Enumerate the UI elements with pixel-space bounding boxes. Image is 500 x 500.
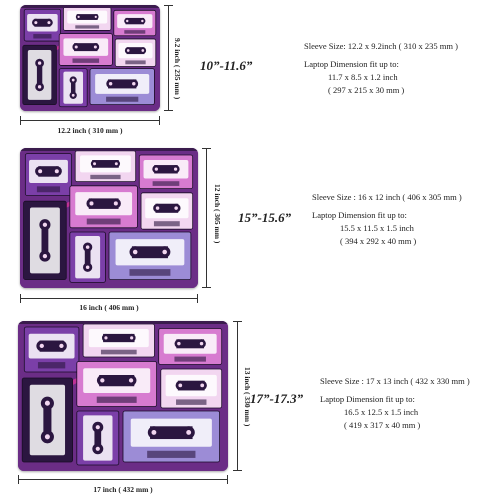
fit-inch: 15.5 x 11.5 x 1.5 inch	[340, 223, 414, 233]
sleeve-image-small	[20, 5, 160, 111]
height-label: 9.2 inch ( 235 mm )	[173, 38, 182, 100]
cassette-tape-icon	[76, 410, 120, 466]
product-row-small: 9.2 inch ( 235 mm ) 12.2 inch ( 310 mm )…	[0, 0, 500, 140]
width-dimension	[20, 294, 198, 304]
fit-inch: 11.7 x 8.5 x 1.2 inch	[328, 72, 398, 82]
height-dimension	[202, 148, 212, 288]
cassette-tape-icon	[63, 6, 112, 31]
width-label: 16 inch ( 406 mm )	[79, 303, 139, 312]
size-label: 15”-15.6”	[238, 210, 292, 225]
cassette-tape-icon	[69, 185, 138, 229]
fit-mm: ( 394 x 292 x 40 mm )	[340, 236, 417, 246]
cassette-tape-icon	[23, 200, 67, 281]
cassette-tape-icon	[158, 328, 223, 365]
cassette-tape-icon	[138, 154, 194, 189]
sleeve-size-text: Sleeve Size : 17 x 13 inch ( 432 x 330 m…	[320, 376, 470, 386]
cassette-tape-icon	[69, 231, 106, 283]
width-label: 12.2 inch ( 310 mm )	[57, 126, 123, 135]
spec-block: Sleeve Size : 16 x 12 inch ( 406 x 305 m…	[312, 191, 462, 248]
size-label: 17”-17.3”	[250, 391, 304, 406]
cassette-pattern	[18, 321, 228, 471]
cassette-tape-icon	[76, 361, 158, 407]
sleeve-size-text: Sleeve Size: 12.2 x 9.2inch ( 310 x 235 …	[304, 41, 458, 51]
width-dimension	[20, 116, 160, 126]
cassette-tape-icon	[89, 68, 155, 106]
spec-block: Sleeve Size: 12.2 x 9.2inch ( 310 x 235 …	[304, 40, 458, 97]
sleeve-image-medium	[20, 148, 198, 288]
width-label: 17 inch ( 432 mm )	[93, 485, 153, 494]
cassette-tape-icon	[58, 33, 113, 66]
product-row-large: 13 inch ( 330 mm ) 17 inch ( 432 mm ) 17…	[0, 315, 500, 500]
size-label: 10”-11.6”	[200, 58, 253, 73]
cassette-tape-icon	[21, 377, 74, 463]
sleeve-size-text: Sleeve Size : 16 x 12 inch ( 406 x 305 m…	[312, 192, 462, 202]
cassette-tape-icon	[58, 68, 88, 108]
fit-title: Laptop Dimension fit up to:	[312, 210, 407, 220]
cassette-tape-icon	[114, 38, 157, 67]
fit-inch: 16.5 x 12.5 x 1.5 inch	[344, 407, 419, 417]
fit-title: Laptop Dimension fit up to:	[320, 394, 415, 404]
cassette-tape-icon	[74, 150, 137, 182]
height-dimension	[164, 5, 174, 111]
cassette-tape-icon	[23, 8, 62, 42]
cassette-tape-icon	[122, 410, 220, 463]
fit-title: Laptop Dimension fit up to:	[304, 59, 399, 69]
cassette-tape-icon	[160, 368, 223, 409]
spec-block: Sleeve Size : 17 x 13 inch ( 432 x 330 m…	[320, 375, 470, 432]
height-dimension	[233, 321, 243, 471]
cassette-tape-icon	[22, 44, 57, 106]
cassette-pattern	[20, 5, 160, 111]
product-row-medium: 12 inch ( 305 mm ) 16 inch ( 406 mm ) 15…	[0, 140, 500, 315]
cassette-tape-icon	[24, 153, 73, 196]
fit-mm: ( 297 x 215 x 30 mm )	[328, 85, 405, 95]
sleeve-image-large	[18, 321, 228, 471]
cassette-pattern	[20, 148, 198, 288]
height-label: 12 inch ( 305 mm )	[213, 184, 222, 244]
cassette-tape-icon	[108, 231, 192, 280]
cassette-tape-icon	[23, 326, 80, 373]
cassette-tape-icon	[113, 9, 157, 37]
cassette-tape-icon	[82, 323, 155, 358]
cassette-tape-icon	[140, 192, 194, 230]
fit-mm: ( 419 x 317 x 40 mm )	[344, 420, 421, 430]
width-dimension	[18, 475, 228, 485]
